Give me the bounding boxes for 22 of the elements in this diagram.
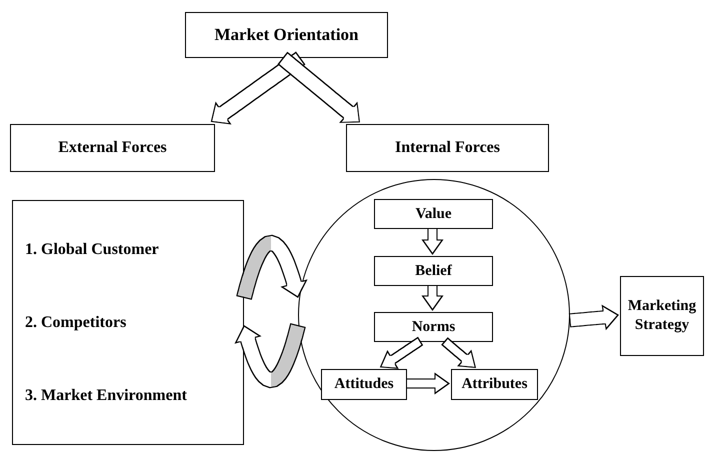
box-label: Market Orientation: [214, 24, 358, 46]
text-box: [451, 369, 538, 400]
text-box: [321, 369, 407, 400]
text-box: [185, 12, 388, 58]
text-box: [374, 256, 493, 286]
box-label: Attributes: [462, 375, 528, 394]
text-box: [12, 200, 244, 445]
box-label: Belief: [415, 262, 452, 280]
box-label: Norms: [412, 318, 456, 336]
box-label: Internal Forces: [394, 138, 500, 158]
text-box: [346, 124, 549, 172]
list-item: 3. Market Environment: [25, 386, 187, 406]
box-label: Marketing Strategy: [626, 297, 698, 335]
text-box: [374, 199, 493, 229]
text-box: [10, 124, 215, 172]
text-box: [620, 276, 704, 356]
box-label: External Forces: [58, 138, 167, 158]
box-label: Value: [415, 204, 452, 224]
list-item: 1. Global Customer: [25, 240, 159, 260]
text-box: [374, 312, 493, 342]
box-label: Attitudes: [334, 375, 394, 394]
list-item: 2. Competitors: [25, 312, 126, 332]
